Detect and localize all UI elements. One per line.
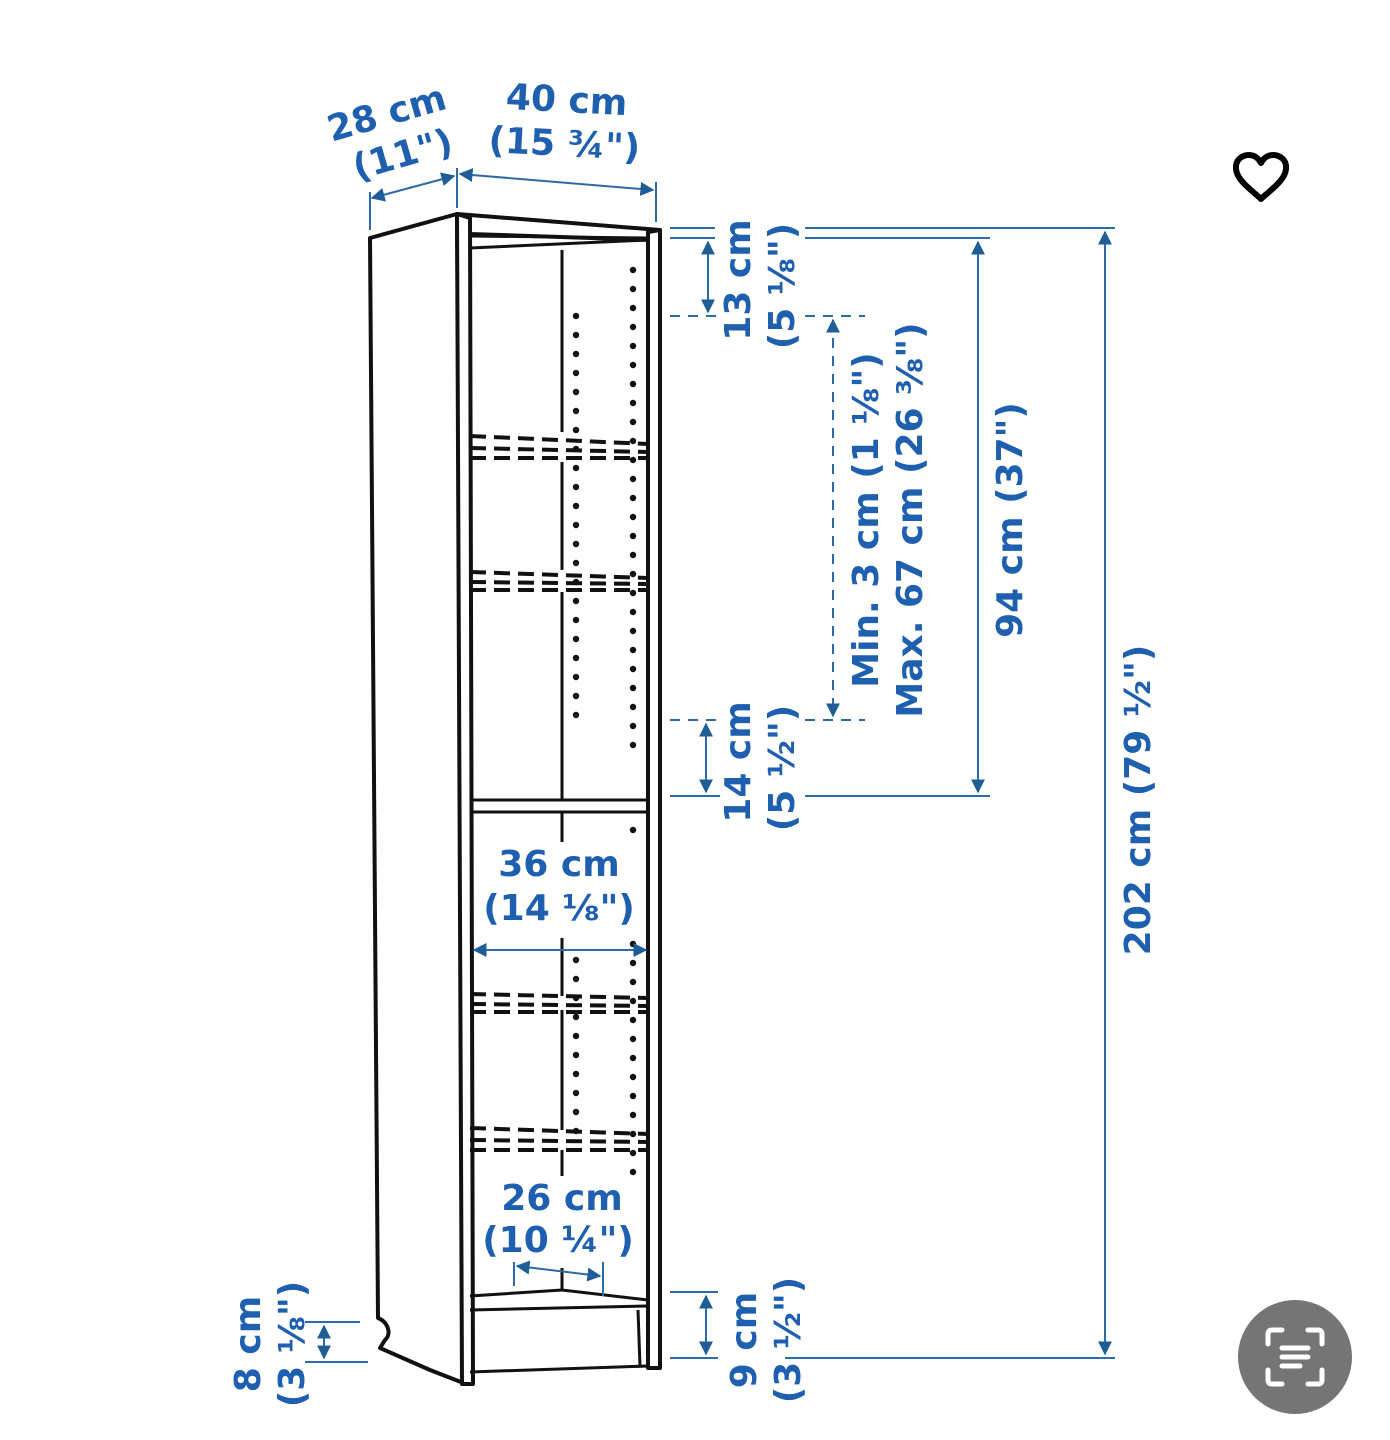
favorite-button[interactable] bbox=[1228, 148, 1294, 206]
dimension-inner-width: 36 cm (14 ⅛") bbox=[472, 842, 648, 957]
heart-outline-icon bbox=[1232, 152, 1290, 202]
plinth-front-cm-label: 9 cm bbox=[724, 1292, 765, 1388]
shelf-pin-holes bbox=[572, 266, 637, 1176]
bottom-gap-in-label: (5 ½") bbox=[762, 705, 803, 832]
width-cm-label: 40 cm bbox=[505, 77, 628, 124]
plinth-side-in-label: (3 ⅛") bbox=[272, 1281, 313, 1408]
dimension-bottom-gap: 14 cm (5 ½") bbox=[670, 701, 803, 831]
dimension-total-height: 202 cm (79 ½") bbox=[785, 227, 1159, 1359]
adjustable-shelf bbox=[469, 570, 649, 592]
scan-text-button[interactable] bbox=[1238, 1300, 1352, 1414]
shelf-range-min-label: Min. 3 cm (1 ⅛") bbox=[846, 352, 887, 687]
adjustable-shelf bbox=[469, 434, 649, 460]
dimension-width: 40 cm (15 ¾") bbox=[458, 77, 657, 222]
inner-depth-in-label: (10 ¼") bbox=[482, 1220, 634, 1261]
inner-width-cm-label: 36 cm bbox=[498, 844, 619, 885]
text-scan-icon bbox=[1265, 1327, 1325, 1387]
dimension-plinth-side: 8 cm (3 ⅛") bbox=[228, 1281, 368, 1408]
fixed-shelf bbox=[470, 798, 648, 814]
adjustable-shelf bbox=[469, 992, 649, 1014]
dimension-depth: 28 cm (11") bbox=[323, 77, 458, 230]
top-gap-cm-label: 13 cm bbox=[718, 219, 759, 340]
top-gap-in-label: (5 ⅛") bbox=[762, 223, 803, 350]
dimension-shelf-range: Min. 3 cm (1 ⅛") Max. 67 cm (26 ⅜") bbox=[805, 315, 931, 721]
inner-width-in-label: (14 ⅛") bbox=[483, 888, 635, 929]
plinth-front-in-label: (3 ½") bbox=[768, 1277, 809, 1404]
bottom-gap-cm-label: 14 cm bbox=[718, 701, 759, 822]
bookcase-drawing bbox=[368, 212, 662, 1386]
dimension-inner-depth: 26 cm (10 ¼") bbox=[478, 1176, 638, 1296]
total-height-label: 202 cm (79 ½") bbox=[1118, 645, 1159, 956]
width-in-label: (15 ¾") bbox=[488, 120, 642, 169]
fixed-shelf-height-label: 94 cm (37") bbox=[990, 402, 1031, 638]
dimension-top-gap: 13 cm (5 ⅛") bbox=[670, 219, 803, 349]
shelf-range-max-label: Max. 67 cm (26 ⅜") bbox=[890, 322, 931, 717]
dimension-plinth-front: 9 cm (3 ½") bbox=[670, 1277, 809, 1404]
adjustable-shelf bbox=[469, 1126, 649, 1152]
plinth-side-cm-label: 8 cm bbox=[228, 1296, 269, 1392]
dimension-fixed-shelf-height: 94 cm (37") bbox=[805, 237, 1031, 797]
inner-depth-cm-label: 26 cm bbox=[501, 1178, 622, 1219]
